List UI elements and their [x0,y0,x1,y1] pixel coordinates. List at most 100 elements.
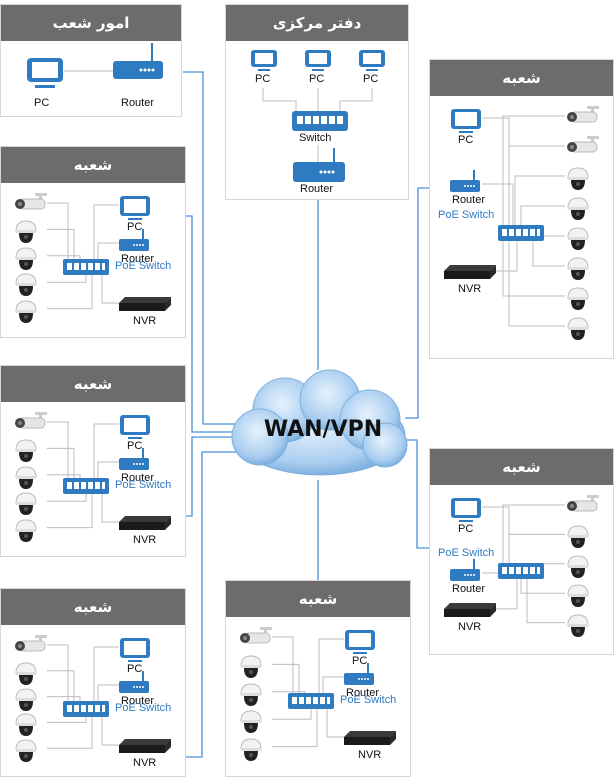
nvr-icon [444,602,496,624]
pc-icon [305,50,331,71]
dome-camera-icon [13,518,39,549]
poe-switch-label: PoE Switch [115,702,172,714]
dome-camera-icon [13,272,39,303]
panel-title: شعبه [1,589,185,625]
router-icon [450,170,480,199]
panel-title: شعبه [1,147,185,183]
poe-switch-label: PoE Switch [438,546,495,559]
poe-switch-icon [63,259,109,280]
nvr-label: NVR [133,315,157,327]
nvr-icon [119,516,171,537]
router-icon [119,671,149,700]
dome-camera-icon [13,246,39,277]
router-label: Router [452,194,486,206]
nvr-label: NVR [133,757,157,769]
dome-camera-icon [238,737,264,768]
pc-label: PC [309,73,325,85]
router-icon [344,663,374,692]
pc-label: PC [458,523,474,535]
dome-camera-icon [565,613,591,644]
dome-camera-icon [565,583,591,614]
router-icon [119,448,149,477]
panel-title: دفتر مرکزی [226,5,408,41]
nvr-icon [119,739,171,760]
dome-camera-icon [13,438,39,469]
pc-label: PC [458,134,474,146]
pc-icon [251,50,277,71]
switch-label: Switch [299,132,332,144]
dome-camera-icon [565,286,591,317]
poe-switch-icon [288,693,334,714]
poe-switch-icon [498,225,544,246]
dome-camera-icon [565,256,591,287]
dome-camera-icon [565,196,591,227]
poe-switch-label: PoE Switch [340,694,397,706]
router-label: Router [121,695,155,707]
bullet-camera-icon [565,106,601,131]
nvr-label: NVR [358,749,382,761]
dome-camera-icon [238,682,264,713]
dome-camera-icon [13,299,39,330]
dome-camera-icon [13,491,39,522]
dome-camera-icon [13,219,39,250]
pc-icon [359,50,385,71]
bullet-camera-icon [238,627,274,652]
nvr-icon [119,297,171,318]
router-label: Router [121,253,155,265]
poe-switch-icon [498,562,544,584]
nvr-label: NVR [458,283,482,295]
pc-label: PC [352,655,368,667]
nvr-label: NVR [458,620,482,633]
cloud-label: WAN/VPN [263,417,383,442]
bullet-camera-icon [13,635,49,660]
wan-cloud-icon [231,369,408,476]
router-label: Router [452,583,486,595]
pc-icon [450,497,482,530]
router-icon [119,229,149,258]
bullet-camera-icon [13,193,49,218]
pc-icon [119,414,151,447]
switch-icon [292,111,348,131]
nvr-icon [344,731,396,752]
pc-icon [344,629,376,662]
router-label: Router [346,687,380,699]
bullet-camera-icon [565,495,601,520]
dome-camera-icon [565,554,591,585]
dome-camera-icon [13,661,39,692]
pc-label: PC [255,73,271,85]
poe-switch-icon [63,478,109,499]
pc-label: PC [363,73,379,85]
router-icon [293,148,345,182]
pc-icon [119,195,151,228]
router-icon [113,43,163,79]
pc-label: PC [127,221,143,233]
nvr-icon [444,265,496,286]
panel-title: شعبه [1,366,185,402]
router-label: Router [300,183,334,195]
dome-camera-icon [565,316,591,347]
panel-title: امور شعب [1,5,181,41]
dome-camera-icon [13,712,39,743]
router-label: Router [121,472,155,484]
pc-label: PC [34,97,50,109]
bullet-camera-icon [13,412,49,437]
panel-title: شعبه [430,449,613,485]
dome-camera-icon [565,226,591,257]
panel-branch-affairs: امور شعب PC Router [0,4,182,117]
pc-icon [27,58,63,88]
pc-label: PC [127,440,143,452]
dome-camera-icon [238,709,264,740]
poe-switch-icon [63,701,109,722]
nvr-label: NVR [133,534,157,546]
dome-camera-icon [238,654,264,685]
pc-icon [450,108,482,141]
pc-icon [119,637,151,670]
bullet-camera-icon [565,136,601,161]
dome-camera-icon [13,465,39,496]
router-label: Router [121,97,155,109]
